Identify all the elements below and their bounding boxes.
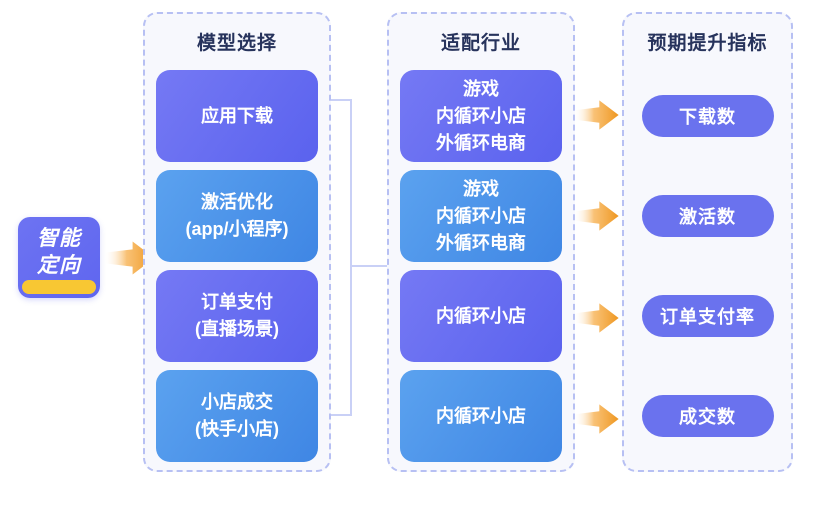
industry-box-1: 游戏 内循环小店 外循环电商	[400, 70, 562, 162]
industry-box-3: 内循环小店	[400, 270, 562, 362]
model-box-order-payment: 订单支付 (直播场景)	[156, 270, 318, 362]
panel-metrics: 预期提升指标 下载数 激活数 订单支付率 成交数	[622, 12, 793, 472]
panel-title-model-selection: 模型选择	[196, 33, 277, 54]
model-box-shop-deal: 小店成交 (快手小店)	[156, 370, 318, 462]
panel-industries: 适配行业 游戏 内循环小店 外循环电商 游戏 内循环小店 外循环电商 内循环小店…	[387, 12, 575, 472]
panel-model-selection: 模型选择 应用下载 激活优化 (app/小程序) 订单支付 (直播场景) 小店成…	[143, 12, 331, 472]
badge-underline	[22, 280, 96, 294]
arrow-right-icon	[573, 404, 619, 434]
smart-targeting-badge: 智能 定向	[18, 217, 100, 298]
model-box-app-download: 应用下载	[156, 70, 318, 162]
model-box-activation: 激活优化 (app/小程序)	[156, 170, 318, 262]
metric-pill-order-payment-rate: 订单支付率	[641, 295, 774, 337]
connector-line	[329, 414, 352, 416]
industry-rows: 游戏 内循环小店 外循环电商 游戏 内循环小店 外循环电商 内循环小店 内循环小…	[400, 70, 562, 462]
connector-line	[350, 265, 387, 267]
arrow-right-icon	[573, 100, 619, 130]
arrow-right-icon	[573, 303, 619, 333]
metric-rows: 下载数 激活数 订单支付率 成交数	[635, 70, 780, 462]
metric-pill-deals: 成交数	[641, 395, 774, 437]
arrow-right-icon	[573, 201, 619, 231]
metric-row: 下载数	[635, 70, 780, 162]
arrow-right-icon	[104, 241, 155, 275]
metric-row: 成交数	[635, 370, 780, 462]
smart-targeting-label: 智能 定向	[37, 226, 81, 277]
metric-row: 订单支付率	[635, 270, 780, 362]
metric-pill-downloads: 下载数	[641, 95, 774, 137]
metric-row: 激活数	[635, 170, 780, 262]
panel-title-industries: 适配行业	[440, 33, 521, 54]
industry-box-4: 内循环小店	[400, 370, 562, 462]
industry-box-2: 游戏 内循环小店 外循环电商	[400, 170, 562, 262]
connector-line	[329, 99, 352, 101]
metric-pill-activations: 激活数	[641, 195, 774, 237]
model-rows: 应用下载 激活优化 (app/小程序) 订单支付 (直播场景) 小店成交 (快手…	[156, 70, 318, 462]
connector-line	[350, 99, 352, 416]
panel-title-metrics: 预期提升指标	[647, 33, 768, 54]
